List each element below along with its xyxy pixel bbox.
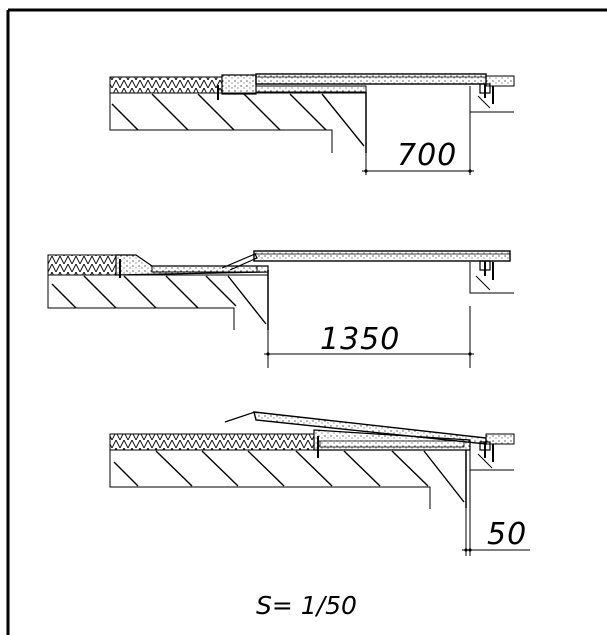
sheet-border: [6, 8, 607, 635]
dimension-label: 1350: [320, 322, 400, 357]
detail-1: 700: [109, 73, 515, 175]
anchor-bolt: [479, 260, 494, 280]
edge-block: [221, 74, 257, 95]
pit-rail: [255, 85, 367, 93]
dimension-3: 50: [462, 470, 530, 556]
soil-hatch: [111, 93, 365, 147]
dimension-1: 700: [362, 112, 474, 175]
dimension-label: 50: [487, 517, 527, 552]
dimension-2: 1350: [264, 306, 474, 368]
deck-plate: [255, 73, 487, 85]
soil-hatch: [51, 275, 267, 325]
anchor-bolt: [479, 441, 494, 462]
paving-strip: [109, 76, 223, 94]
detail-3: 50: [109, 411, 530, 556]
paving-strip: [47, 254, 117, 276]
anchor-bolt: [479, 83, 494, 104]
deck-plate: [253, 250, 511, 262]
detail-2: 1350: [47, 250, 514, 368]
paving-strip: [109, 433, 315, 451]
scale-label: S= 1/50: [256, 591, 357, 620]
dimension-label: 700: [397, 138, 457, 173]
soil-hatch: [113, 450, 465, 503]
